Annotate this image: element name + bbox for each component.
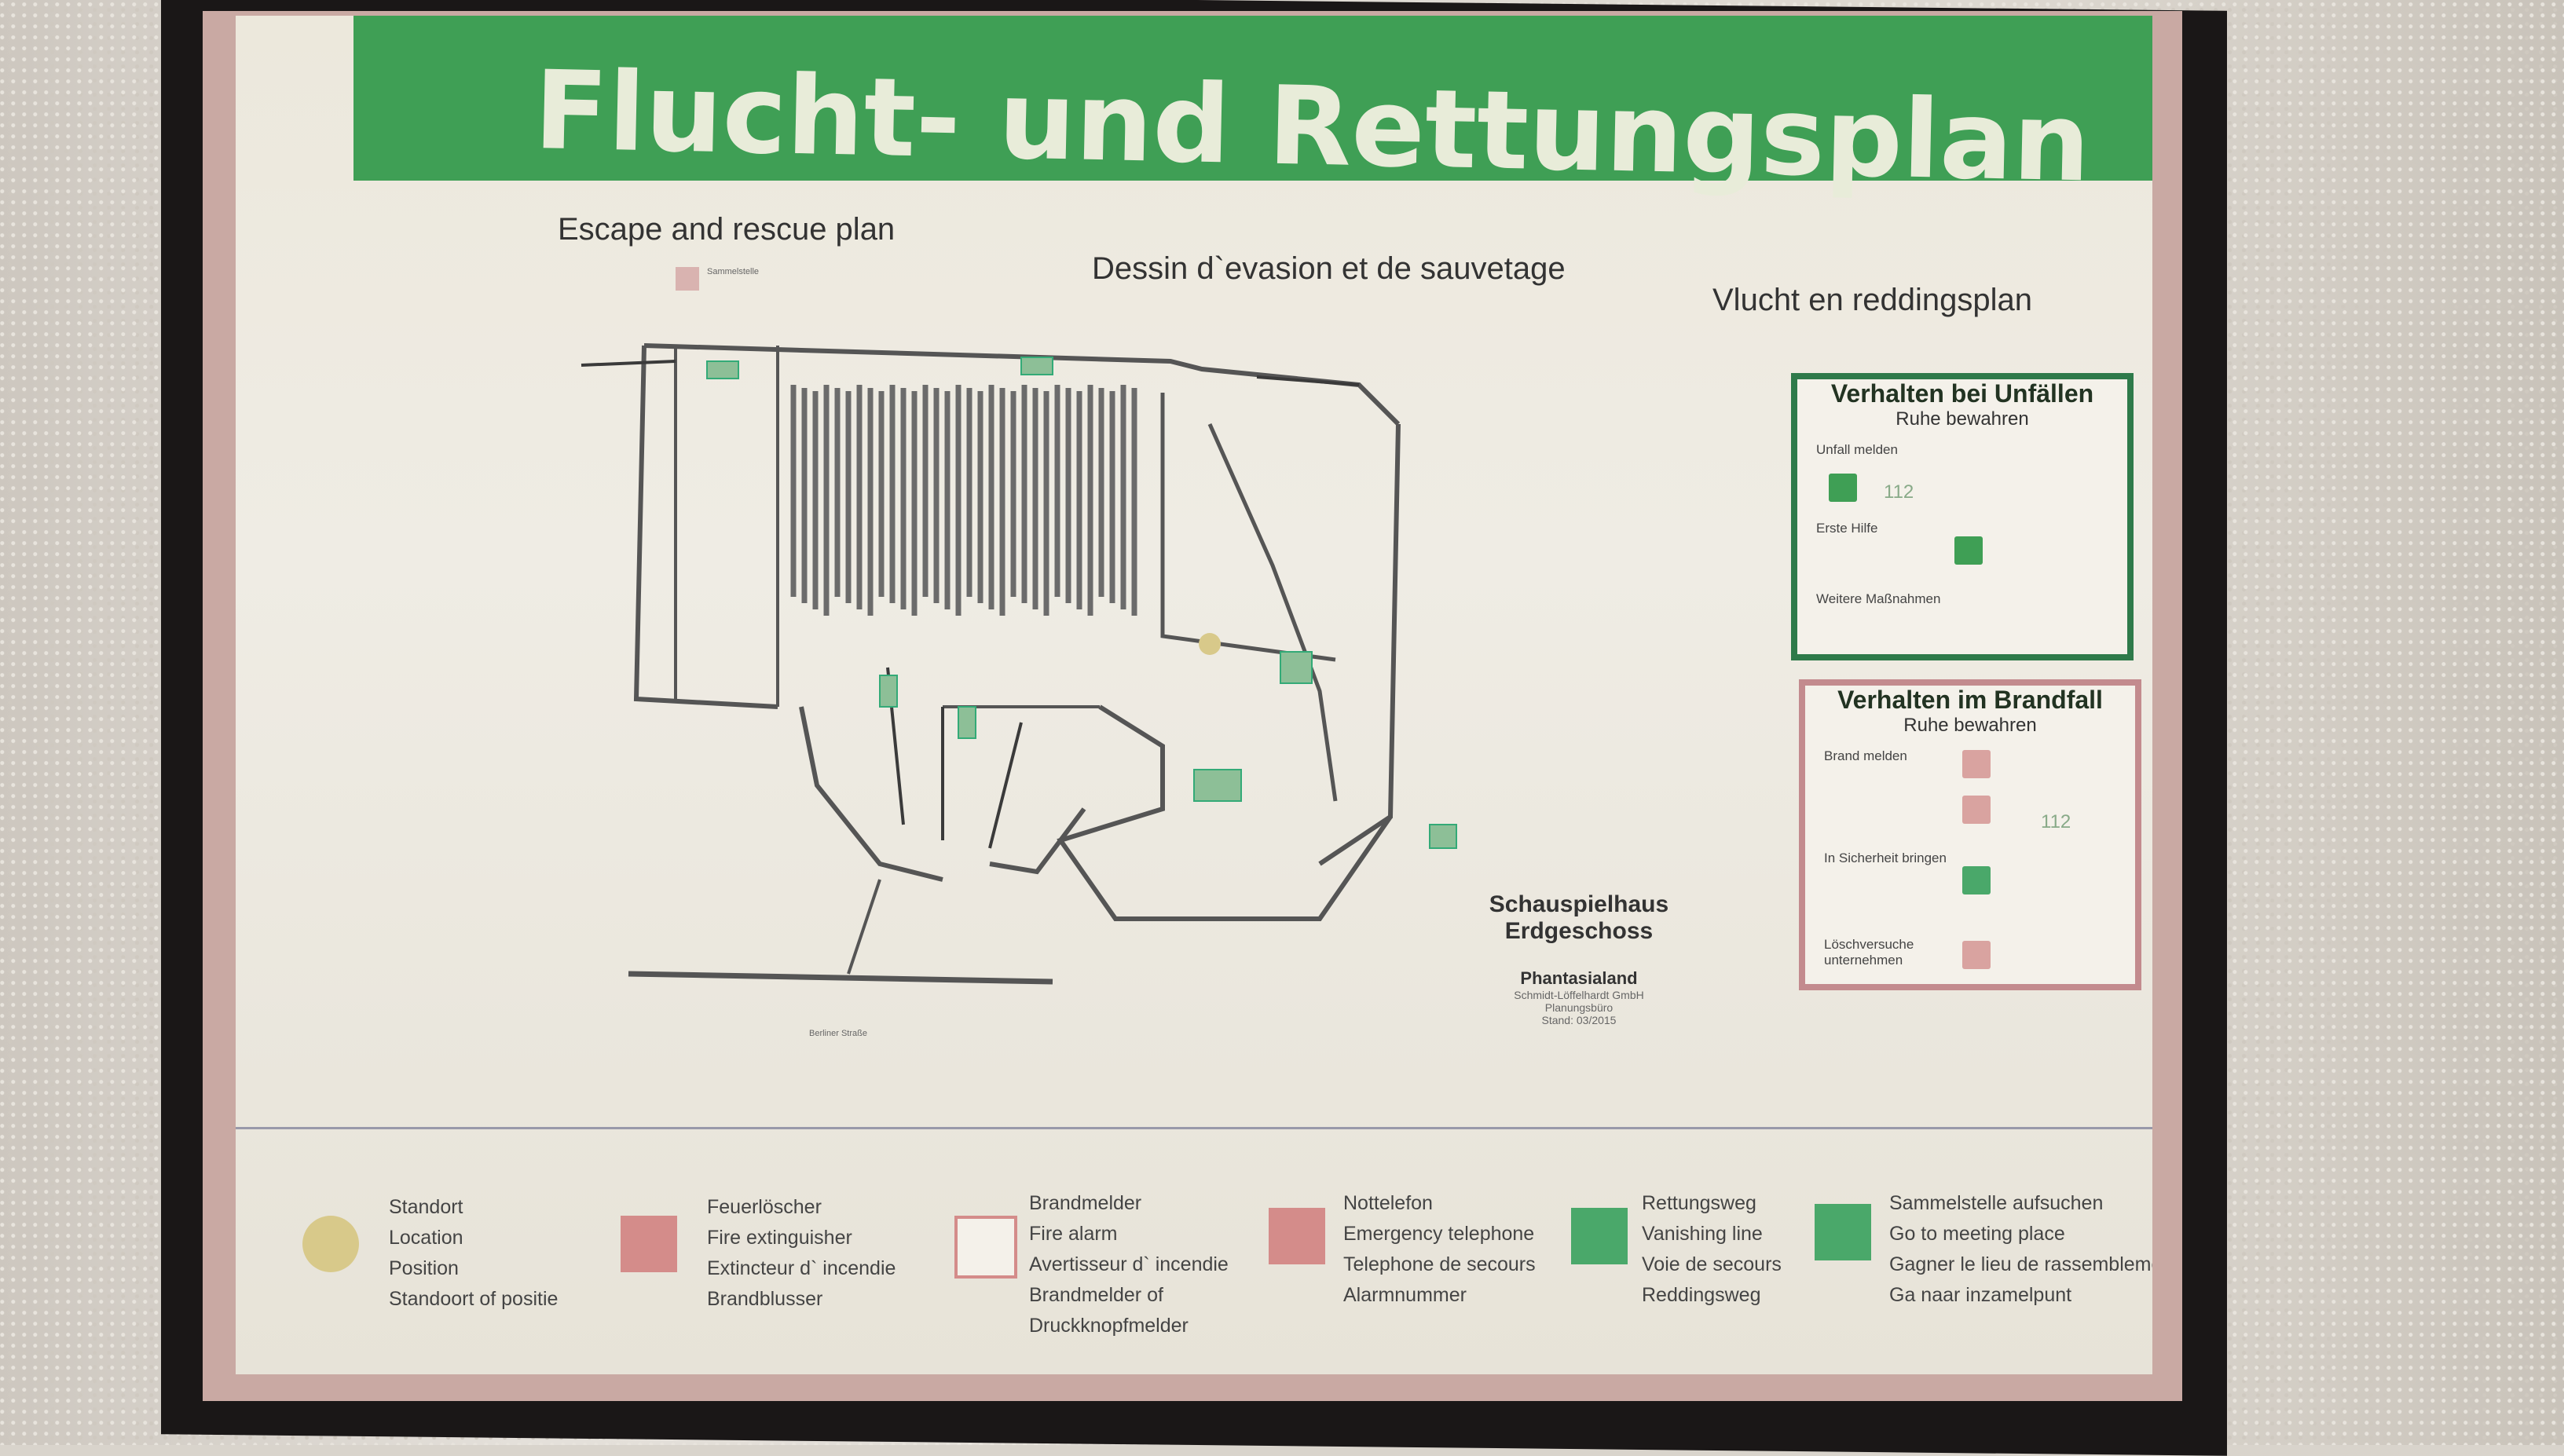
escape-arrow — [1256, 375, 1360, 386]
first-aid-icon — [1954, 536, 1983, 565]
accident-step-1: Unfall melden — [1816, 442, 1898, 457]
fire-extinguisher-icon — [1962, 941, 1991, 969]
exit-sign-icon — [879, 675, 898, 708]
subtitle-french: Dessin d`evasion et de sauvetage — [1092, 251, 1566, 286]
subtitle-dutch: Vlucht en reddingsplan — [1712, 283, 2032, 317]
accident-calm: Ruhe bewahren — [1896, 408, 2029, 430]
accident-phone: 112 — [1884, 481, 1914, 503]
fire-calm: Ruhe bewahren — [1903, 715, 2037, 736]
east-wall — [1318, 423, 1401, 866]
building-floor: Erdgeschoss — [1504, 918, 1654, 944]
fire-step-3: Löschversuche unternehmen — [1824, 937, 1914, 968]
street-label: Berliner Straße — [809, 1029, 867, 1038]
exit-sign-icon — [1193, 769, 1242, 802]
location-dot — [302, 1216, 359, 1272]
planner-name: Schmidt-Löffelhardt GmbH — [1514, 989, 1644, 1001]
fire-heading: Verhalten im Brandfall — [1837, 686, 2103, 714]
title-banner — [353, 16, 2152, 181]
planner-office: Planungsbüro — [1544, 1001, 1613, 1014]
fire-step-1: Brand melden — [1824, 748, 1907, 763]
fire-alarm-icon — [1962, 796, 1991, 824]
accident-behavior-box: Verhalten bei Unfällen Ruhe bewahren Unf… — [1791, 373, 2134, 660]
fire-alarm-icon — [954, 1216, 1017, 1279]
west-wall — [633, 345, 778, 709]
phone-icon — [1962, 750, 1991, 778]
escape-route-icon — [1571, 1208, 1628, 1264]
location-dot — [1199, 633, 1221, 655]
building-name: Schauspielhaus — [1489, 891, 1669, 917]
phone-icon — [1829, 474, 1857, 502]
exit-sign-icon — [1280, 651, 1313, 684]
north-wall — [643, 343, 1401, 426]
floor-plan-drawing — [581, 267, 1457, 985]
escape-arrow — [581, 360, 676, 367]
assembly-point-icon — [1429, 824, 1457, 849]
exit-sign-icon — [958, 706, 976, 739]
accident-step-2: Erste Hilfe — [1816, 521, 1878, 536]
auditorium-seat-rows — [790, 385, 1137, 616]
accident-heading: Verhalten bei Unfällen — [1830, 379, 2094, 408]
subtitle-english: Escape and rescue plan — [558, 212, 896, 247]
exit-sign-icon — [1020, 357, 1053, 375]
legend-note-icon — [676, 267, 699, 291]
accident-step-3: Weitere Maßnahmen — [1816, 591, 1941, 606]
escape-route-icon — [1962, 866, 1991, 894]
fire-extinguisher-icon — [621, 1216, 677, 1272]
exit-sign-icon — [706, 360, 739, 379]
fire-behavior-box: Verhalten im Brandfall Ruhe bewahren Bra… — [1799, 679, 2141, 990]
fire-phone: 112 — [2041, 811, 2071, 832]
map-note: Sammelstelle — [707, 267, 760, 276]
escape-arrow — [988, 722, 1023, 849]
assembly-point-icon — [1815, 1204, 1871, 1260]
fire-step-2: In Sicherheit bringen — [1824, 851, 1947, 865]
building-name-card: Schauspielhaus Erdgeschoss Phantasialand… — [1445, 891, 1712, 1026]
plan-date: Stand: 03/2015 — [1541, 1014, 1617, 1026]
emergency-phone-icon — [1269, 1208, 1325, 1264]
company-name: Phantasialand — [1520, 968, 1638, 988]
evacuation-plan-poster: Flucht- und Rettungsplan Escape and resc… — [236, 16, 2152, 1374]
